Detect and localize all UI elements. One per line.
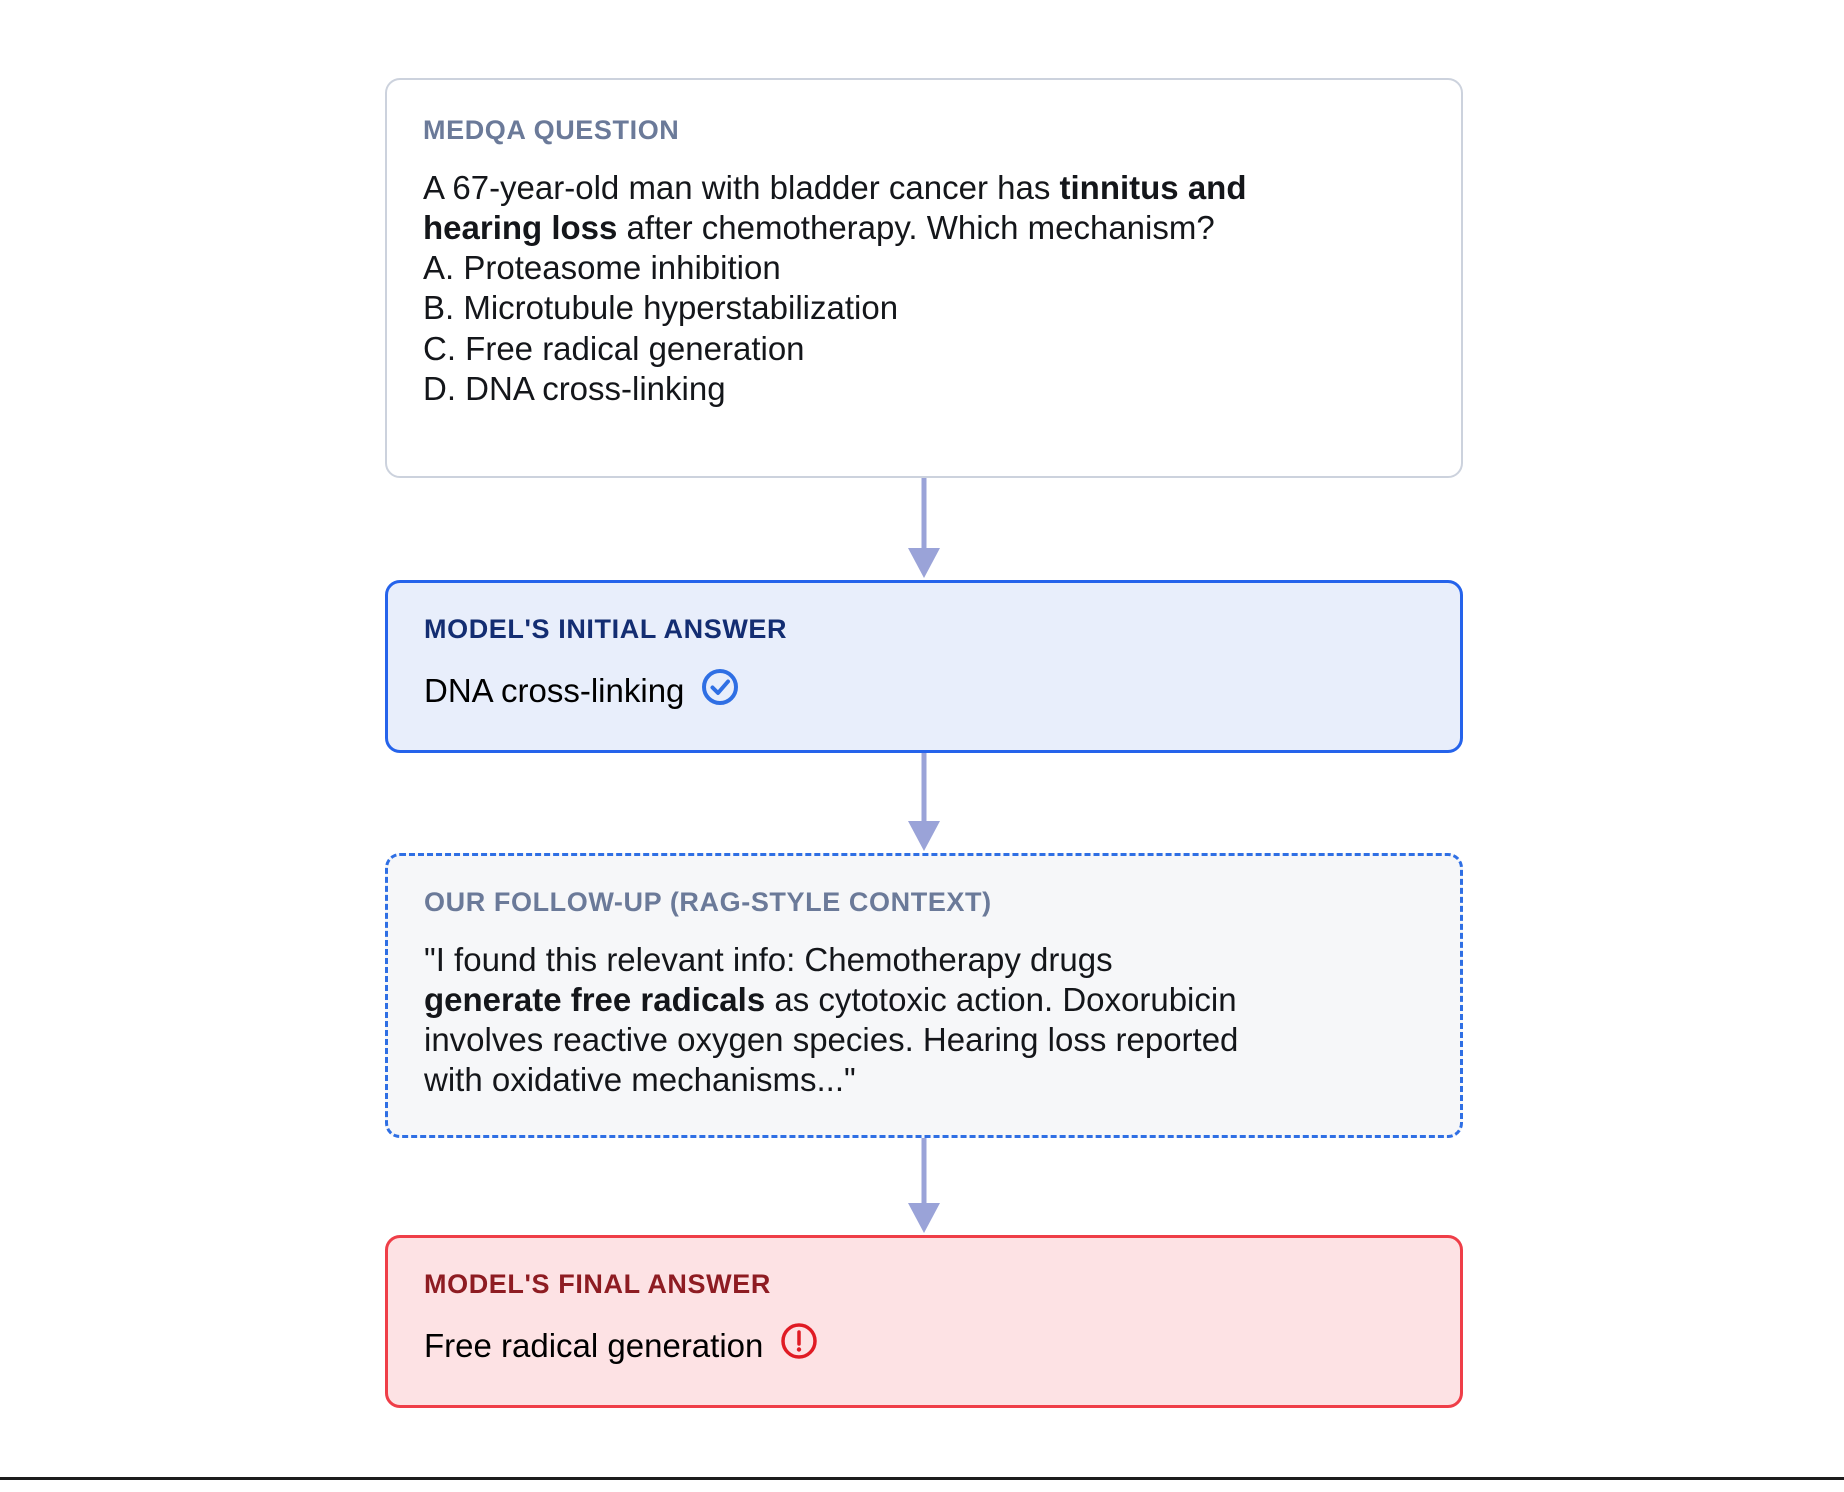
- plain-text: C. Free radical generation: [423, 329, 805, 367]
- connector-question-to-initial: [385, 478, 1463, 580]
- text-line: A 67-year-old man with bladder cancer ha…: [423, 168, 1425, 208]
- plain-text: A. Proteasome inhibition: [423, 249, 781, 287]
- medqa-question-card: MEDQA QUESTION A 67-year-old man with bl…: [385, 78, 1463, 478]
- initial-answer-text: DNA cross-linking: [424, 672, 685, 710]
- text-line: D. DNA cross-linking: [423, 369, 1425, 409]
- text-line: "I found this relevant info: Chemotherap…: [424, 940, 1424, 980]
- medqa-question-header: MEDQA QUESTION: [423, 115, 680, 145]
- followup-context-header: OUR FOLLOW-UP (RAG-STYLE CONTEXT): [424, 886, 992, 917]
- plain-text: A 67-year-old man with bladder cancer ha…: [423, 168, 1060, 206]
- connector-initial-to-followup: [385, 752, 1463, 853]
- final-answer-header: MODEL'S FINAL ANSWER: [424, 1268, 771, 1299]
- text-line: B. Microtubule hyperstabilization: [423, 288, 1425, 328]
- emphasis-text: generate free radicals: [424, 980, 766, 1018]
- final-answer-row: Free radical generation: [424, 1321, 1424, 1370]
- text-line: with oxidative mechanisms...": [424, 1060, 1424, 1100]
- text-line: A. Proteasome inhibition: [423, 248, 1425, 288]
- text-line: generate free radicals as cytotoxic acti…: [424, 980, 1424, 1020]
- followup-context-card: OUR FOLLOW-UP (RAG-STYLE CONTEXT) "I fou…: [385, 852, 1463, 1138]
- plain-text: D. DNA cross-linking: [423, 369, 726, 407]
- text-line: hearing loss after chemotherapy. Which m…: [423, 208, 1425, 248]
- plain-text: "I found this relevant info: Chemotherap…: [424, 940, 1113, 978]
- plain-text: with oxidative mechanisms...": [424, 1061, 856, 1099]
- plain-text: involves reactive oxygen species. Hearin…: [424, 1021, 1239, 1059]
- connector-followup-to-final: [385, 1137, 1463, 1235]
- emphasis-text: tinnitus and: [1059, 168, 1247, 206]
- initial-answer-row: DNA cross-linking: [424, 667, 1424, 716]
- flow-column: MEDQA QUESTION A 67-year-old man with bl…: [385, 78, 1463, 1408]
- plain-text: after chemotherapy. Which mechanism?: [617, 208, 1215, 246]
- bottom-rule: [0, 1477, 1844, 1480]
- followup-context-body: "I found this relevant info: Chemotherap…: [424, 940, 1424, 1101]
- check-circle-icon: [700, 667, 740, 716]
- initial-answer-card: MODEL'S INITIAL ANSWER DNA cross-linking: [385, 580, 1463, 753]
- medqa-question-body: A 67-year-old man with bladder cancer ha…: [423, 168, 1425, 410]
- final-answer-text: Free radical generation: [424, 1326, 764, 1364]
- text-line: involves reactive oxygen species. Hearin…: [424, 1020, 1424, 1060]
- emphasis-text: hearing loss: [423, 208, 618, 246]
- text-line: C. Free radical generation: [423, 329, 1425, 369]
- alert-circle-icon: [779, 1321, 819, 1370]
- plain-text: as cytotoxic action. Doxorubicin: [765, 980, 1237, 1018]
- plain-text: B. Microtubule hyperstabilization: [423, 289, 899, 327]
- final-answer-card: MODEL'S FINAL ANSWER Free radical genera…: [385, 1234, 1463, 1408]
- initial-answer-header: MODEL'S INITIAL ANSWER: [424, 614, 788, 644]
